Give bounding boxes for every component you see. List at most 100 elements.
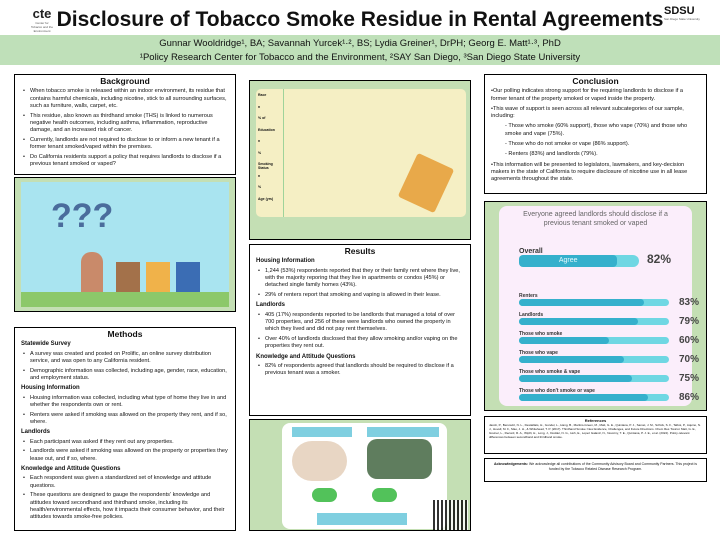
- section-heading: Landlords: [256, 302, 286, 309]
- bar-track: [519, 337, 669, 344]
- bar-track: [519, 394, 669, 401]
- bullet: Each respondent was given a standardized…: [21, 475, 229, 490]
- table-row-label: n: [258, 139, 261, 143]
- illustration-sky: ???: [21, 182, 229, 307]
- grass: [21, 292, 229, 307]
- section-heading: Housing Information: [21, 385, 80, 392]
- bar-label: Those who don't smoke or vape: [519, 388, 595, 394]
- bar-fill: [519, 318, 638, 325]
- section-heading: Knowledge and Attitude Questions: [21, 465, 121, 472]
- bullet: 405 (17%) respondents reported to be lan…: [256, 312, 464, 334]
- chart-bar-row: Landlords 79%: [519, 312, 709, 327]
- bar-label: Landlords: [519, 312, 544, 318]
- question-marks: ???: [51, 197, 114, 235]
- methods-panel: Methods Statewide Survey A survey was cr…: [14, 327, 236, 531]
- panel-heading: Results: [344, 246, 376, 256]
- references-heading: References: [584, 418, 607, 423]
- bar-fill: [519, 394, 648, 401]
- divider: [283, 89, 284, 217]
- bullet: Currently, landlords are not required to…: [21, 137, 229, 152]
- bar-value-label: 79%: [679, 316, 700, 327]
- bullet: A survey was created and posted on Proli…: [21, 351, 229, 366]
- table-row-label: Smoking Status: [258, 162, 273, 170]
- panel-heading: Background: [100, 76, 150, 86]
- conclusion-subitem: - Those who do not smoke or vape (86% su…: [505, 141, 630, 148]
- bar-label: Renters: [519, 293, 538, 299]
- bar-track: [519, 375, 669, 382]
- logo-text: SDSU: [664, 5, 695, 17]
- flow-diagram: [282, 423, 447, 529]
- table-row-label: %: [258, 150, 262, 155]
- chart-bar-row: Renters 83%: [519, 293, 709, 308]
- landlord-image: [367, 439, 432, 479]
- table-row-label: % of: [258, 116, 266, 120]
- bar-fill: [519, 337, 609, 344]
- table-row-label: n: [258, 173, 261, 178]
- conclusion-text: •Our polling indicates strong support fo…: [491, 88, 683, 102]
- housing-illustration: ???: [14, 177, 236, 312]
- conclusion-text: •This wave of support is seen across all…: [491, 105, 684, 120]
- bar-label: Those who vape: [519, 350, 558, 356]
- bullet: Each participant was asked if they rent …: [21, 439, 229, 447]
- bar-label: Those who smoke: [519, 331, 563, 337]
- chart-title: Everyone agreed landlords should disclos…: [523, 211, 668, 227]
- bullet: Housing information was collected, inclu…: [21, 395, 229, 410]
- answer-badge: [372, 488, 397, 502]
- qr-code[interactable]: [433, 500, 468, 530]
- chart-bar-row: Those who smoke 60%: [519, 331, 709, 346]
- section-heading: Knowledge and Attitude Questions: [256, 353, 356, 360]
- bar-value-label: 60%: [679, 335, 700, 346]
- bar-fill: [519, 356, 624, 363]
- bullet: 1,244 (53%) respondents reported that th…: [256, 268, 464, 290]
- bar-fill: [519, 299, 644, 306]
- support-chart: Everyone agreed landlords should disclos…: [499, 206, 699, 406]
- bar-track: [519, 356, 669, 363]
- authors: Gunnar Wooldridge¹, BA; Savannah Yurcek¹…: [159, 38, 561, 49]
- bullet: Demographic information was collected, i…: [21, 368, 229, 383]
- conclusion-panel: Conclusion •Our polling indicates strong…: [484, 74, 707, 194]
- bullet: Renters were asked if smoking was allowe…: [21, 412, 229, 427]
- affiliations: ¹Policy Research Center for Tobacco and …: [139, 52, 581, 63]
- bar-track: Agree: [519, 255, 639, 267]
- bar-value-label: 70%: [679, 354, 700, 365]
- logo-subtext: San Diego State University: [664, 17, 700, 21]
- conclusion-subitem: - Those who smoke (60% support), those w…: [505, 123, 688, 137]
- flow-illustration: [249, 419, 471, 531]
- answer-badge: [312, 488, 337, 502]
- bar-track: [519, 318, 669, 325]
- conclusion-subitem: - Renters (83%) and landlords (79%).: [505, 151, 598, 158]
- question-box: [367, 427, 439, 437]
- bullet: 82% of respondents agreed that landlords…: [256, 363, 464, 378]
- logo-subtext: Center for Tobacco and the Environment: [30, 21, 54, 33]
- bullet: Landlords were asked if smoking was allo…: [21, 448, 229, 463]
- bar-label: Overall: [519, 248, 543, 255]
- logo-text: cte: [32, 6, 52, 21]
- bar-fill: Agree: [519, 255, 618, 267]
- poster-title: Disclosure of Tobacco Smoke Residue in R…: [56, 8, 664, 31]
- bar-value-label: 82%: [647, 252, 672, 266]
- results-panel: Results Housing Information 1,244 (53%) …: [249, 244, 471, 416]
- bar-value-label: 83%: [679, 297, 700, 308]
- panel-heading: Conclusion: [572, 76, 619, 86]
- clipboard-icon: [397, 152, 455, 214]
- support-chart-panel: Everyone agreed landlords should disclos…: [484, 201, 707, 411]
- table-row-label: Age (yrs): [258, 196, 274, 201]
- section-heading: Statewide Survey: [21, 341, 71, 348]
- bar-track: [519, 299, 669, 306]
- acknowledgements-panel: Acknowledgements: We acknowledge all con…: [484, 458, 707, 482]
- table-row-label: %: [258, 185, 262, 189]
- acknowledgements-label: Acknowledgements:: [494, 462, 529, 466]
- bullet: Do California residents support a policy…: [21, 154, 229, 169]
- references-panel: References Jacob, P., Benowitz, N. L., D…: [484, 416, 707, 454]
- references-text: Jacob, P., Benowitz, N. L., Destaillats,…: [489, 423, 701, 439]
- tenant-image: [292, 441, 347, 481]
- section-heading: Landlords: [21, 429, 51, 436]
- bullet: This residue, also known as thirdhand sm…: [21, 113, 229, 135]
